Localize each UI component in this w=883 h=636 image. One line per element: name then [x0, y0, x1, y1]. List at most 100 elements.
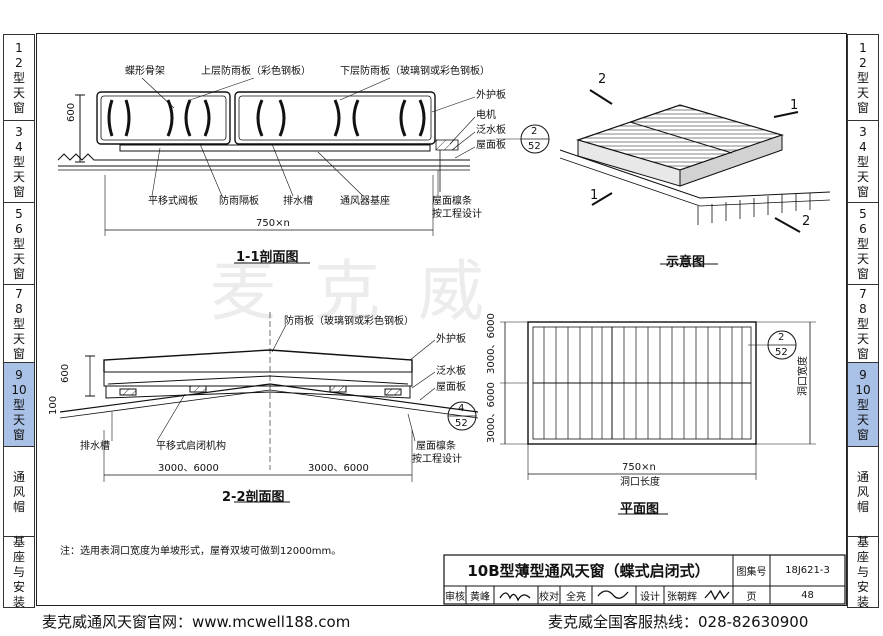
dim-plan-top: 3000、6000 [486, 313, 497, 374]
sidebar-right-tab-char: 风 [856, 484, 869, 499]
review-label: 审核 [445, 591, 465, 603]
sidebar-left-tab-char: 天 [12, 331, 25, 346]
label-opening-width: 洞口宽度 [798, 356, 809, 396]
label-outer-guard-22: 外护板 [436, 334, 466, 345]
sidebar-left-tab-char: 座 [12, 549, 25, 564]
sidebar-right-tab-char: 窗 [856, 346, 869, 361]
sidebar-left-tab-char: 窗 [12, 427, 25, 442]
sidebar-left-tab-char: 8 [15, 301, 23, 316]
caption-plan: 平面图 [620, 502, 660, 517]
label-flashing-22: 泛水板 [436, 366, 466, 377]
label-upper-rain-panel: 上层防雨板（彩色钢板） [201, 66, 311, 77]
dim-width: 750×n [256, 218, 290, 229]
sidebar-right-tab-char: 2 [859, 55, 867, 70]
sidebar-left-tab-char: 型 [12, 70, 25, 85]
label-purlin-22: 屋面檩条 [416, 441, 456, 452]
sidebar-left-tab-5[interactable]: 通风帽 [3, 446, 35, 537]
page-label: 页 [746, 591, 757, 603]
sidebar-right-tab-char: 3 [859, 124, 867, 139]
ref-circle-bottom-plan: 52 [775, 347, 788, 358]
sidebar-left-tab-char: 通 [12, 469, 25, 484]
sidebar-left-tab-char: 窗 [12, 346, 25, 361]
sidebar-left-tab-char: 窗 [12, 184, 25, 199]
label-mechanism-22: 平移式启闭机构 [156, 441, 226, 452]
ref-circle-bottom: 52 [528, 141, 541, 152]
sidebar-left-tab-char: 天 [12, 85, 25, 100]
label-butterfly-frame: 蝶形骨架 [125, 66, 165, 77]
sidebar-right-tab-char: 型 [856, 316, 869, 331]
watermark: 麦克威 [210, 253, 522, 330]
dim-right-22: 3000、6000 [308, 463, 369, 474]
sidebar-left-tab-char: 窗 [12, 100, 25, 115]
reviewer-name: 黄峰 [470, 591, 490, 603]
ref-circle-top-22: 4 [458, 403, 465, 414]
sidebar-right-tab-char: 7 [859, 286, 867, 301]
sidebar-right-tab-char: 5 [859, 206, 867, 221]
label-lower-rain-panel: 下层防雨板（玻璃钢或彩色钢板） [340, 66, 490, 77]
sidebar-right-tab-char: 装 [856, 594, 869, 609]
sidebar-left-tab-6[interactable]: 基座与安装 [3, 534, 35, 609]
sidebar-right-tab-char: 8 [859, 301, 867, 316]
check-label: 校对 [539, 591, 559, 603]
sidebar-left-tab-char: 型 [12, 236, 25, 251]
sidebar-right-tab-char: 天 [856, 412, 869, 427]
sidebar-left-tab-char: 基 [12, 534, 25, 549]
label-drain-channel: 排水槽 [283, 196, 313, 207]
sidebar-right-tab-char: 座 [856, 549, 869, 564]
sidebar-left-tab-char: 与 [12, 564, 25, 579]
label-roof-panel: 屋面板 [476, 140, 506, 151]
section-mark-2-bottom: 2 [802, 214, 811, 229]
sidebar-left-tab-char: 1 [15, 40, 23, 55]
label-roof-panel-22: 屋面板 [436, 382, 466, 393]
sidebar-left-tab-char: 风 [12, 484, 25, 499]
sidebar-right-tab-char: 窗 [856, 427, 869, 442]
footnote: 注：选用表洞口宽度为单坡形式，屋脊双坡可做到12000mm。 [60, 546, 342, 557]
page-number: 48 [801, 589, 814, 601]
sidebar-right-tab-char: 6 [859, 221, 867, 236]
ref-circle-bottom-22: 52 [455, 418, 468, 429]
sidebar-left-tab-char: 天 [12, 412, 25, 427]
sidebar-right-tab-char: 基 [856, 534, 869, 549]
ref-circle-top-plan: 2 [778, 332, 785, 343]
sidebar-right-tab-5[interactable]: 通风帽 [847, 446, 879, 537]
sidebar-left-tab-char: 3 [15, 124, 23, 139]
dim-plan-bottom: 3000、6000 [486, 382, 497, 443]
label-slide-valve: 平移式阀板 [148, 196, 198, 207]
atlas-label: 图集号 [736, 567, 767, 578]
label-ventilator-base: 通风器基座 [340, 196, 390, 207]
checker-signature [592, 586, 636, 604]
sidebar-left-tab-char: 天 [12, 251, 25, 266]
sidebar-left-tab-char: 7 [15, 286, 23, 301]
section-mark-1-right: 1 [790, 98, 799, 113]
sidebar-right-tab-char: 天 [856, 169, 869, 184]
section-mark-2-top: 2 [598, 72, 607, 87]
titleblock-lines [443, 554, 846, 605]
dim-100-22: 100 [48, 395, 59, 415]
sidebar-left-tab-char: 2 [15, 55, 23, 70]
label-rainboard-22: 防雨板（玻璃钢或彩色钢板） [284, 316, 414, 327]
sidebar-right-tab-char: 通 [856, 469, 869, 484]
reviewer-signature [494, 586, 538, 604]
sidebar-left-tab-char: 帽 [12, 499, 25, 514]
sidebar-left-tab-char: 6 [15, 221, 23, 236]
checker-name: 全亮 [566, 591, 586, 603]
label-design-22: 按工程设计 [412, 454, 462, 465]
sidebar-right-tab-6[interactable]: 基座与安装 [847, 534, 879, 609]
sidebar-right-tab-char: 安 [856, 579, 869, 594]
sidebar-left-tab-char: 窗 [12, 266, 25, 281]
designer-signature [700, 586, 733, 604]
designer-name: 张朝辉 [667, 591, 697, 603]
sidebar-right-tab-char: 帽 [856, 499, 869, 514]
